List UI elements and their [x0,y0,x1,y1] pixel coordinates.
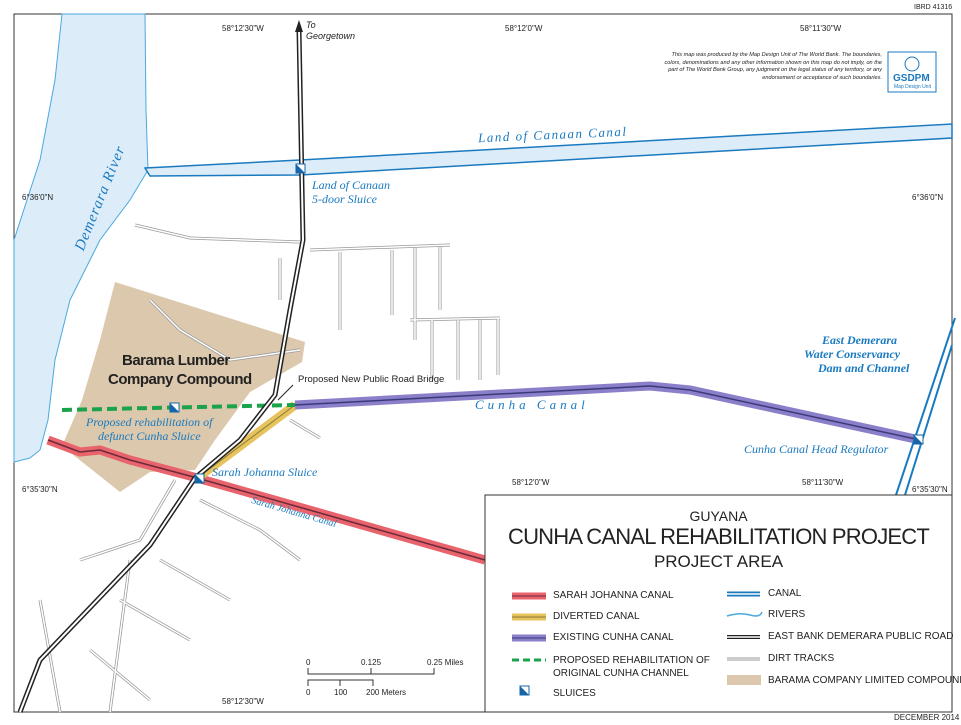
proposed-rehab-channel [61,403,296,412]
to-georgetown-label: To Georgetown [306,20,356,41]
coord-left-1: 6°36'0"N [22,193,54,202]
north-arrow-icon [295,20,303,32]
edwc-dam [895,317,956,496]
title-main: CUNHA CANAL REHABILITATION PROJECT [507,524,930,549]
rehab-label-2: defunct Cunha Sluice [98,429,201,443]
title-country: GUYANA [689,508,748,524]
coord-right-1: 6°36'0"N [912,193,944,202]
title-sub: PROJECT AREA [653,552,784,571]
legend-sluices: SLUICES [553,688,596,699]
legend-canal: CANAL [768,588,802,599]
coord-bottom-1: 58°12'30"W [222,697,264,706]
scale-meters-1: 100 [334,688,348,697]
bridge-label: Proposed New Public Road Bridge [298,374,445,385]
legend-swatches [512,591,763,696]
scale-miles-1: 0.125 [361,658,382,667]
legend-rivers: RIVERS [768,609,806,620]
scale-bar [307,668,435,686]
edwc-label-1: East Demerara [822,333,897,347]
coord-inner-1: 58°12'0"W [512,478,550,487]
coord-right-2: 6°35'30"N [912,485,948,494]
scale-meters-2: 200 Meters [366,688,407,697]
sarah-sluice-label: Sarah Johanna Sluice [212,465,318,479]
globe-icon [904,56,920,72]
gsdpm-logo [887,51,937,93]
land-canaan-sluice-label-2: 5-door Sluice [312,192,377,206]
scale-miles-2: 0.25 Miles [427,658,464,667]
coord-top-1: 58°12'30"W [222,24,264,33]
land-canaan-sluice-label-1: Land of Canaan [312,178,391,192]
edwc-label-2: Water Conservancy [804,347,901,361]
legend-dirt: DIRT TRACKS [768,653,835,664]
barama-label-2: Company Compound [108,371,252,388]
edwc-label-3: Dam and Channel [818,361,910,375]
sluice-icons [169,163,924,484]
logo-name: GSDPM [893,73,930,84]
scale-meters-0: 0 [306,688,311,697]
coord-top-2: 58°12'0"W [505,24,543,33]
rehab-label-1: Proposed rehabilitation of [86,415,213,429]
coord-left-2: 6°35'30"N [22,485,58,494]
map-date: DECEMBER 2014 [894,713,960,722]
ibrd-number: IBRD 41316 [914,4,953,11]
legend-proposed: PROPOSED REHABILITATION OF ORIGINAL CUNH… [553,655,710,679]
coord-top-3: 58°11'30"W [800,24,842,33]
legend-diverted: DIVERTED CANAL [553,611,640,622]
legend-sarah: SARAH JOHANNA CANAL [553,590,674,601]
coord-inner-2: 58°11'30"W [802,478,844,487]
barama-compound [62,282,305,492]
barama-label-1: Barama Lumber [122,352,230,369]
bridge-leader [277,384,294,401]
legend-compound: BARAMA COMPANY LIMITED COMPOUND [768,675,961,686]
existing-cunha-canal [294,381,921,445]
legend-road: EAST BANK DEMERARA PUBLIC ROAD [768,631,954,642]
scale-miles-0: 0 [306,658,311,667]
title-box [484,494,953,713]
disclaimer: This map was produced by the Map Design … [664,52,882,81]
legend-cunha: EXISTING CUNHA CANAL [553,632,674,643]
logo-sub: Map Design Unit [894,84,931,90]
demerara-river [13,13,149,463]
cunha-canal-label: Cunha Canal [475,397,589,412]
head-regulator-label: Cunha Canal Head Regulator [744,442,889,456]
